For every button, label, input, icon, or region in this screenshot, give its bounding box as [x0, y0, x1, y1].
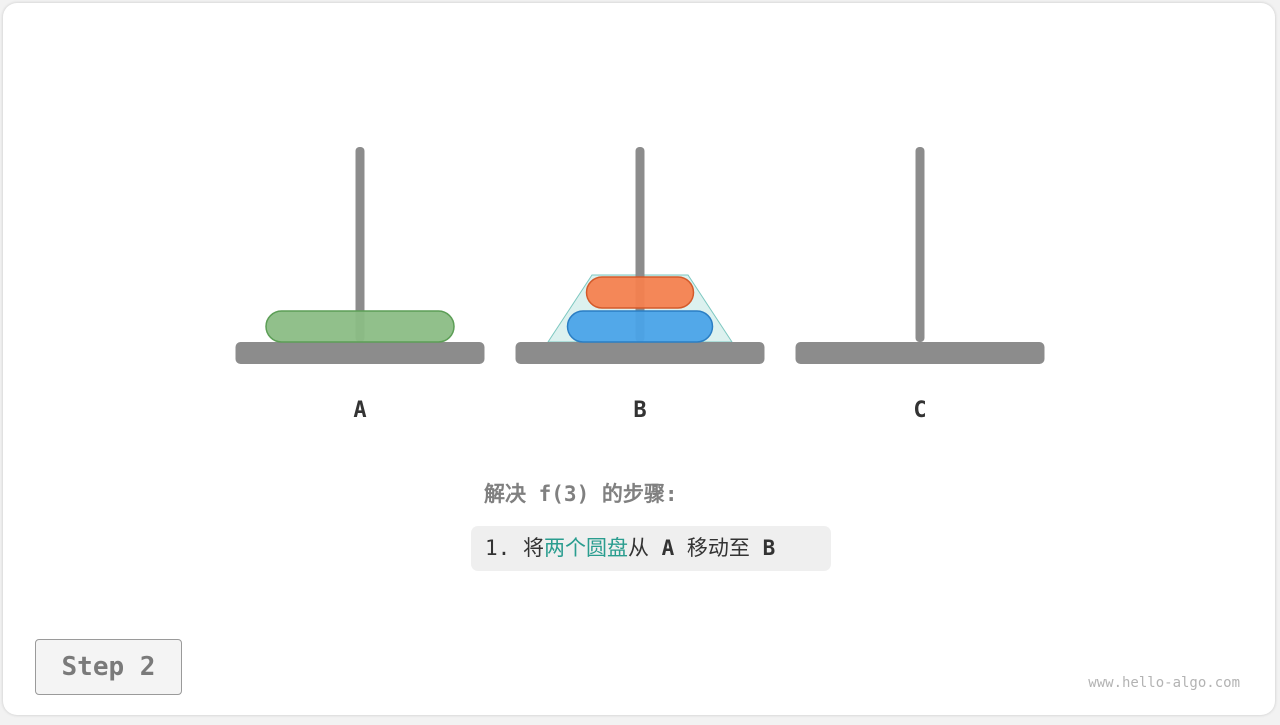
peg-rod-c [915, 147, 925, 342]
peg-base-c [795, 342, 1045, 364]
disk-size-3 [265, 310, 455, 343]
step-verb: 将 [522, 536, 544, 560]
peg-rod-a [355, 147, 365, 342]
peg-label-a: A [353, 398, 367, 423]
disk-size-2 [566, 310, 714, 343]
peg-base-a [235, 342, 485, 364]
step-description: 1. 将两个圆盘从 A 移动至 B [471, 526, 831, 571]
steps-heading: 解决 f(3) 的步骤: [484, 482, 678, 506]
disk-size-1 [585, 276, 695, 309]
step-source-peg: A [661, 536, 675, 560]
peg-label-b: B [633, 398, 647, 423]
peg-label-c: C [913, 398, 927, 423]
step-to-word: 移动至 [686, 536, 750, 560]
step-badge[interactable]: Step 2 [35, 639, 182, 695]
peg-base-b [515, 342, 765, 364]
watermark: www.hello-algo.com [1088, 675, 1240, 691]
step-object: 两个圆盘 [543, 536, 628, 560]
step-from-word: 从 [627, 536, 649, 560]
step-target-peg: B [762, 536, 776, 560]
step-number: 1. [485, 536, 511, 560]
